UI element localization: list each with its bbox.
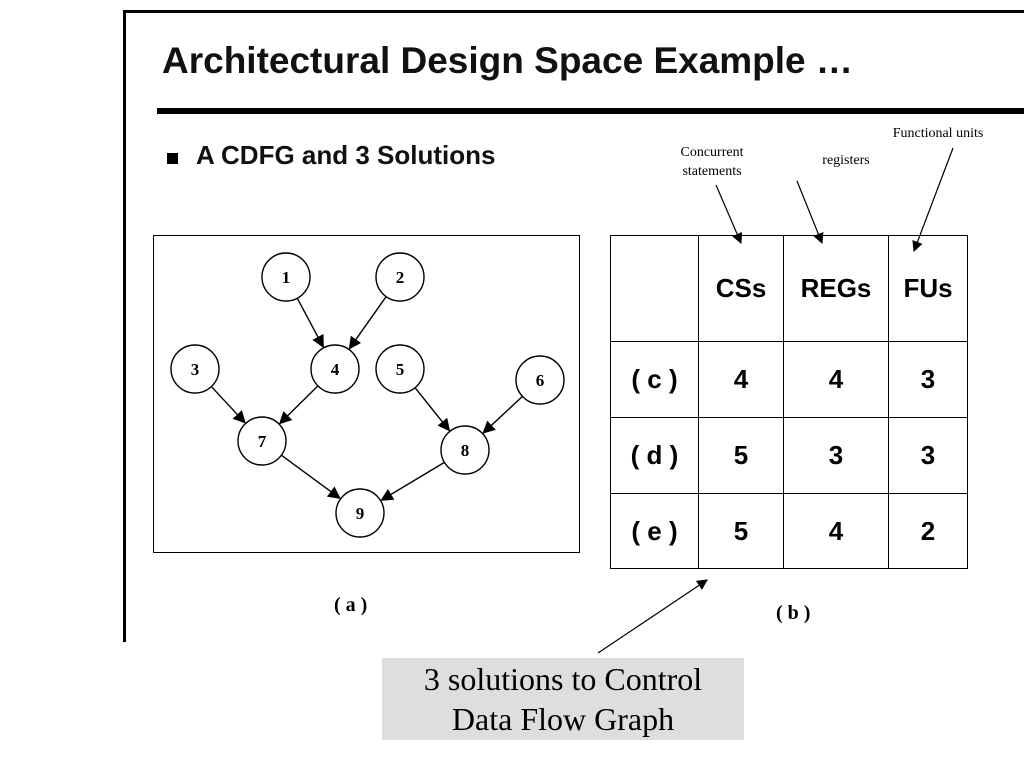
node-9 [335,488,385,538]
table-cell: 4 [783,493,889,569]
node-7 [237,416,287,466]
node-8 [440,425,490,475]
callout-line2: Data Flow Graph [451,701,675,737]
pointer-functional-units [912,147,954,253]
slide-frame-top [123,10,1024,13]
table-header-cell [610,235,699,342]
table-row-label: ( c ) [610,341,699,418]
slide-title: Architectural Design Space Example … [162,40,853,81]
edge-8-to-9 [380,461,445,501]
edge-3-to-7 [210,386,246,424]
table-cell: 2 [888,493,968,569]
pointer-callout [597,579,708,654]
table-header-cell: REGs [783,235,889,342]
table-cell: 4 [698,341,784,418]
table-cell: 3 [888,417,968,494]
edge-6-to-8 [482,395,523,434]
solutions-table: CSs REGs FUs ( c ) 4 4 3 ( d ) 5 3 3 ( e… [610,235,968,569]
node-label-2: 2 [396,268,405,287]
node-label-3: 3 [191,360,200,379]
node-3 [170,344,220,394]
node-5 [375,344,425,394]
bullet-text: A CDFG and 3 Solutions [196,140,496,170]
graph-caption: ( a ) [334,594,368,616]
cdfg-box [153,235,580,553]
node-label-9: 9 [356,504,365,523]
table-cell: 5 [698,417,784,494]
title-rule [157,108,1024,114]
edge-5-to-8 [414,387,451,432]
node-label-8: 8 [461,441,470,460]
node-6 [515,355,565,405]
annotation-concurrent-statements: Concurrent statements [662,143,762,181]
annotation-concurrent-line1: Concurrent [680,145,744,160]
bullet-square-icon [167,153,178,164]
edge-7-to-9 [280,454,341,499]
table-header-cell: FUs [888,235,968,342]
table-row: ( e ) 5 4 2 [610,493,968,569]
node-1 [261,252,311,302]
callout-line1: 3 solutions to Control [423,661,703,697]
annotation-functional-units: Functional units [892,126,984,141]
table-row-label: ( e ) [610,493,699,569]
table-cell: 5 [698,493,784,569]
table-row: ( c ) 4 4 3 [610,341,968,418]
node-label-4: 4 [331,360,340,379]
pointer-concurrent-statements [715,184,743,244]
node-label-7: 7 [258,432,267,451]
table-cell: 4 [783,341,889,418]
table-caption: ( b ) [776,602,811,624]
pointer-registers [796,180,824,245]
table-row-label: ( d ) [610,417,699,494]
callout-box: 3 solutions to Control Data Flow Graph [382,658,744,740]
slide-frame-left [123,10,126,642]
edge-4-to-7 [278,385,319,425]
node-4 [310,344,360,394]
table-header-cell: CSs [698,235,784,342]
edge-2-to-4 [348,296,387,350]
annotation-concurrent-line2: statements [682,164,742,179]
table-cell: 3 [888,341,968,418]
table-row: ( d ) 5 3 3 [610,417,968,494]
annotation-registers: registers [822,153,870,168]
edge-1-to-4 [296,297,324,349]
table-cell: 3 [783,417,889,494]
node-label-5: 5 [396,360,405,379]
node-label-6: 6 [536,371,545,390]
node-2 [375,252,425,302]
node-label-1: 1 [282,268,291,287]
table-header-row: CSs REGs FUs [610,235,968,342]
